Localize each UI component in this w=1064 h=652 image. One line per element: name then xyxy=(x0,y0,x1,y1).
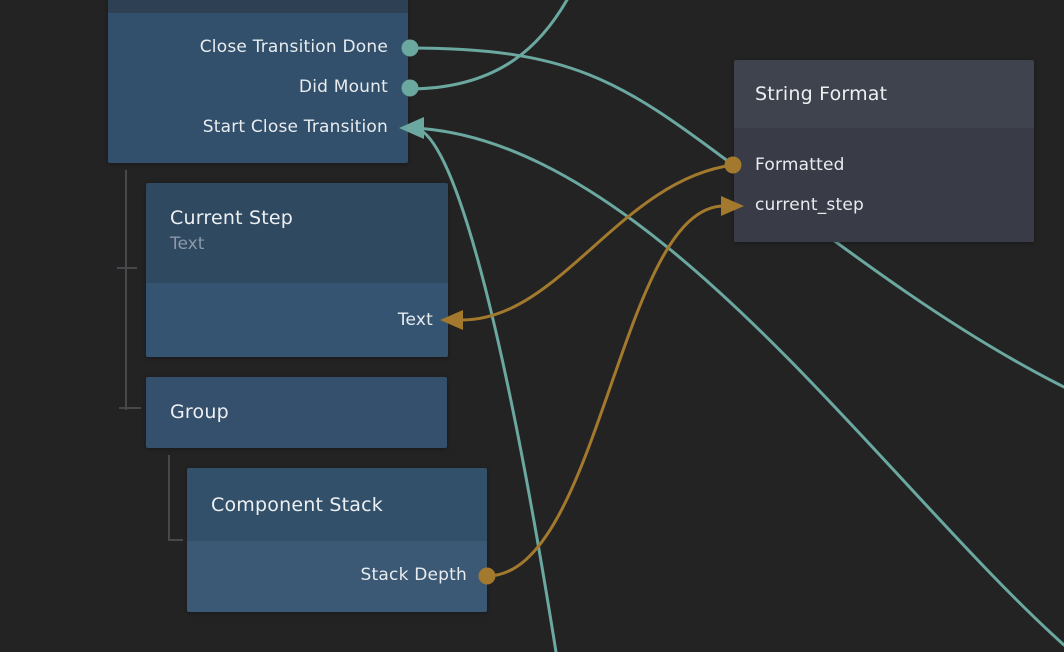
node-current-step-body: Text xyxy=(146,283,448,357)
node-title: Group xyxy=(170,401,229,423)
tree-line-vertical-group xyxy=(168,455,170,541)
wire-formatted-to-text[interactable] xyxy=(460,163,735,322)
node-root-header xyxy=(108,0,408,13)
wire-stack-depth-to-current-step[interactable] xyxy=(485,204,726,578)
node-subtitle: Text xyxy=(170,234,205,254)
node-group[interactable]: Group xyxy=(146,377,447,448)
port-text[interactable]: Text xyxy=(146,300,448,340)
node-root[interactable]: Close Transition Done Did Mount Start Cl… xyxy=(108,0,408,163)
port-label: Start Close Transition xyxy=(202,117,388,137)
port-label: Close Transition Done xyxy=(199,37,388,57)
node-title: Current Step xyxy=(170,207,294,229)
node-component-stack-header: Component Stack xyxy=(187,468,487,541)
node-root-body: Close Transition Done Did Mount Start Cl… xyxy=(108,13,408,163)
tree-line-stub-group xyxy=(119,407,141,409)
tree-line-stub-current-step xyxy=(117,267,137,269)
port-did-mount[interactable]: Did Mount xyxy=(108,67,408,107)
port-label: Stack Depth xyxy=(360,565,467,585)
tree-line-vertical-root xyxy=(125,170,127,410)
node-title: Component Stack xyxy=(211,494,383,516)
wire-start-close-transition-a[interactable] xyxy=(412,126,1064,647)
wire-start-close-transition-b[interactable] xyxy=(412,126,558,652)
node-current-step-header: Current Step Text xyxy=(146,183,448,283)
tree-line-stub-component-stack xyxy=(168,539,183,541)
port-stack-depth[interactable]: Stack Depth xyxy=(187,555,487,595)
node-title: String Format xyxy=(755,83,888,105)
port-label: Text xyxy=(397,310,433,330)
wire-did-mount[interactable] xyxy=(406,0,575,91)
port-formatted[interactable]: Formatted xyxy=(734,145,1034,185)
port-label: current_step xyxy=(755,195,864,215)
node-string-format-header: String Format xyxy=(734,60,1034,128)
node-string-format[interactable]: String Format Formatted current_step xyxy=(734,60,1034,242)
node-component-stack-body: Stack Depth xyxy=(187,541,487,612)
port-close-transition-done[interactable]: Close Transition Done xyxy=(108,27,408,67)
port-start-close-transition[interactable]: Start Close Transition xyxy=(108,107,408,147)
node-string-format-body: Formatted current_step xyxy=(734,128,1034,242)
node-component-stack[interactable]: Component Stack Stack Depth xyxy=(187,468,487,612)
port-label: Formatted xyxy=(755,155,845,175)
node-group-header: Group xyxy=(146,377,447,425)
node-current-step[interactable]: Current Step Text Text xyxy=(146,183,448,357)
port-label: Did Mount xyxy=(298,77,388,97)
port-current-step[interactable]: current_step xyxy=(734,185,1034,225)
